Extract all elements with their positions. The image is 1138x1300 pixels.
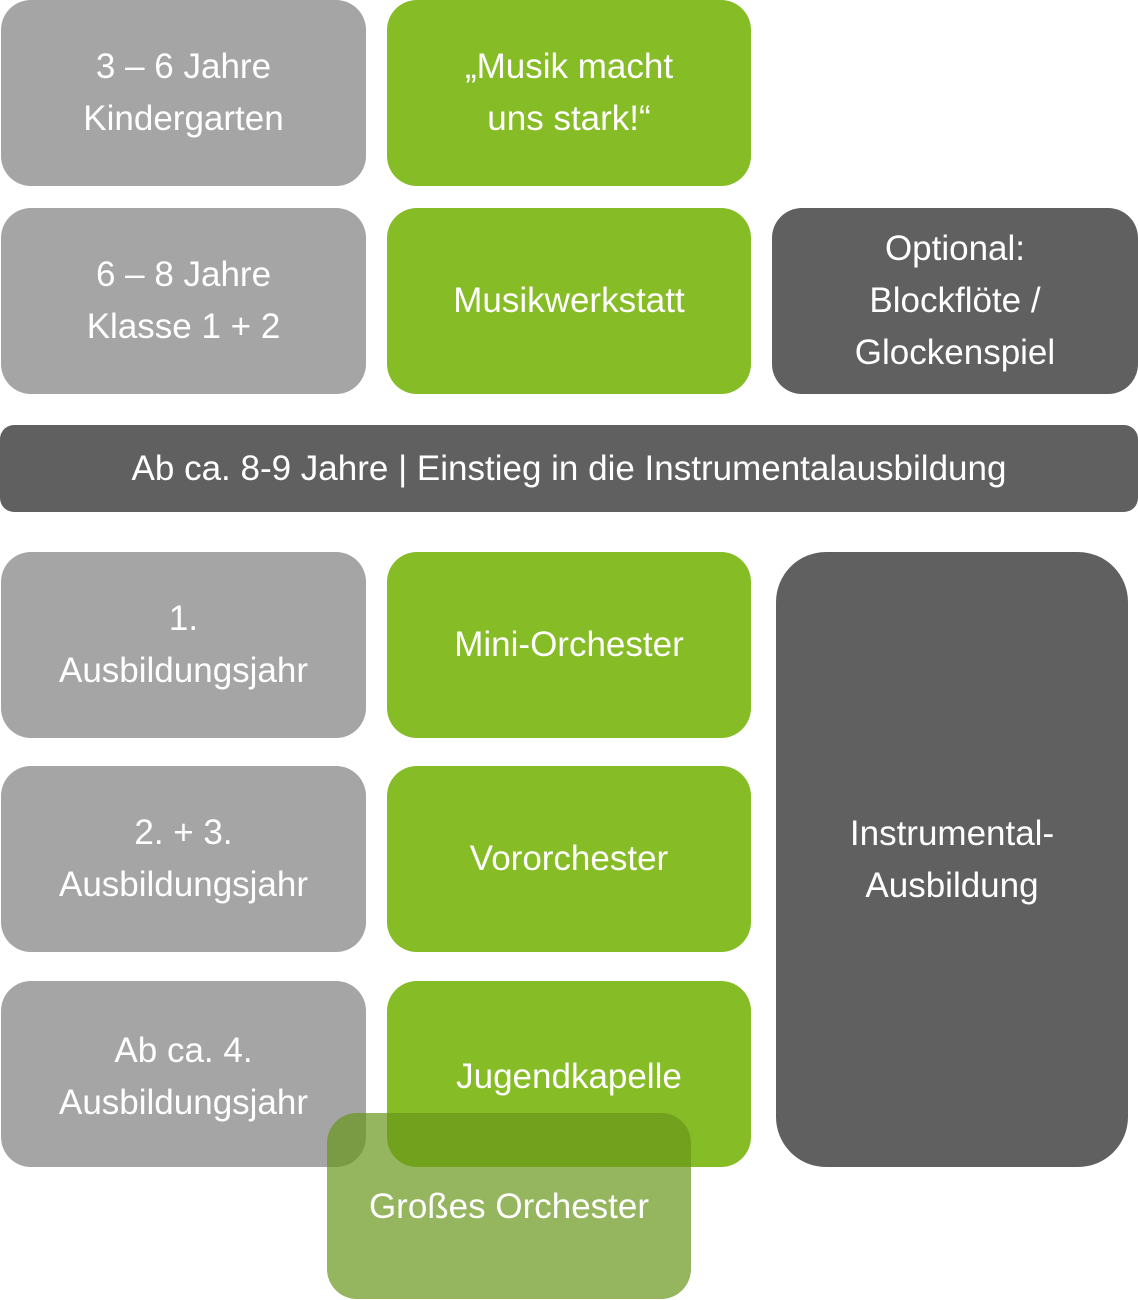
side-box-label: Instrumental- Ausbildung (849, 813, 1055, 905)
side-box-instrumental-ausbildung: Instrumental- Ausbildung (776, 552, 1128, 1167)
age-box-kindergarten: 3 – 6 Jahre Kindergarten (1, 0, 366, 186)
program-box-label: Musikwerkstatt (453, 281, 685, 320)
program-box-vororchester: Vororchester (387, 766, 751, 952)
overlay-box-grosses-orchester: Großes Orchester (327, 1113, 691, 1299)
program-box-label: Vororchester (469, 839, 669, 878)
program-box-mini-orchester: Mini-Orchester (387, 552, 751, 738)
program-box-musik-macht-uns-stark: „Musik macht uns stark!“ (387, 0, 751, 186)
overlay-box-label: Großes Orchester (368, 1187, 650, 1226)
age-box-ausbildungsjahr-4: Ab ca. 4. Ausbildungsjahr (1, 981, 366, 1167)
age-box-label: 6 – 8 Jahre Klasse 1 + 2 (86, 255, 281, 346)
age-box-label: Ab ca. 4. Ausbildungsjahr (58, 1031, 309, 1122)
age-box-klasse-1-2: 6 – 8 Jahre Klasse 1 + 2 (1, 208, 366, 394)
program-box-label: „Musik macht uns stark!“ (464, 47, 674, 138)
program-box-label: Mini-Orchester (454, 625, 684, 664)
age-box-label: 3 – 6 Jahre Kindergarten (83, 47, 284, 138)
age-box-ausbildungsjahr-2-3: 2. + 3. Ausbildungsjahr (1, 766, 366, 952)
program-box-label: Jugendkapelle (456, 1057, 682, 1096)
program-box-musikwerkstatt: Musikwerkstatt (387, 208, 751, 394)
optional-box-blockfloete-glockenspiel: Optional: Blockflöte / Glockenspiel (772, 208, 1138, 394)
optional-box-label: Optional: Blockflöte / Glockenspiel (854, 229, 1056, 372)
age-box-ausbildungsjahr-1: 1. Ausbildungsjahr (1, 552, 366, 738)
divider-bar-instrumental-entry: Ab ca. 8-9 Jahre | Einstieg in die Instr… (0, 425, 1138, 512)
divider-bar-label: Ab ca. 8-9 Jahre | Einstieg in die Instr… (131, 448, 1007, 488)
age-box-label: 2. + 3. Ausbildungsjahr (58, 813, 309, 904)
age-box-label: 1. Ausbildungsjahr (58, 599, 309, 690)
